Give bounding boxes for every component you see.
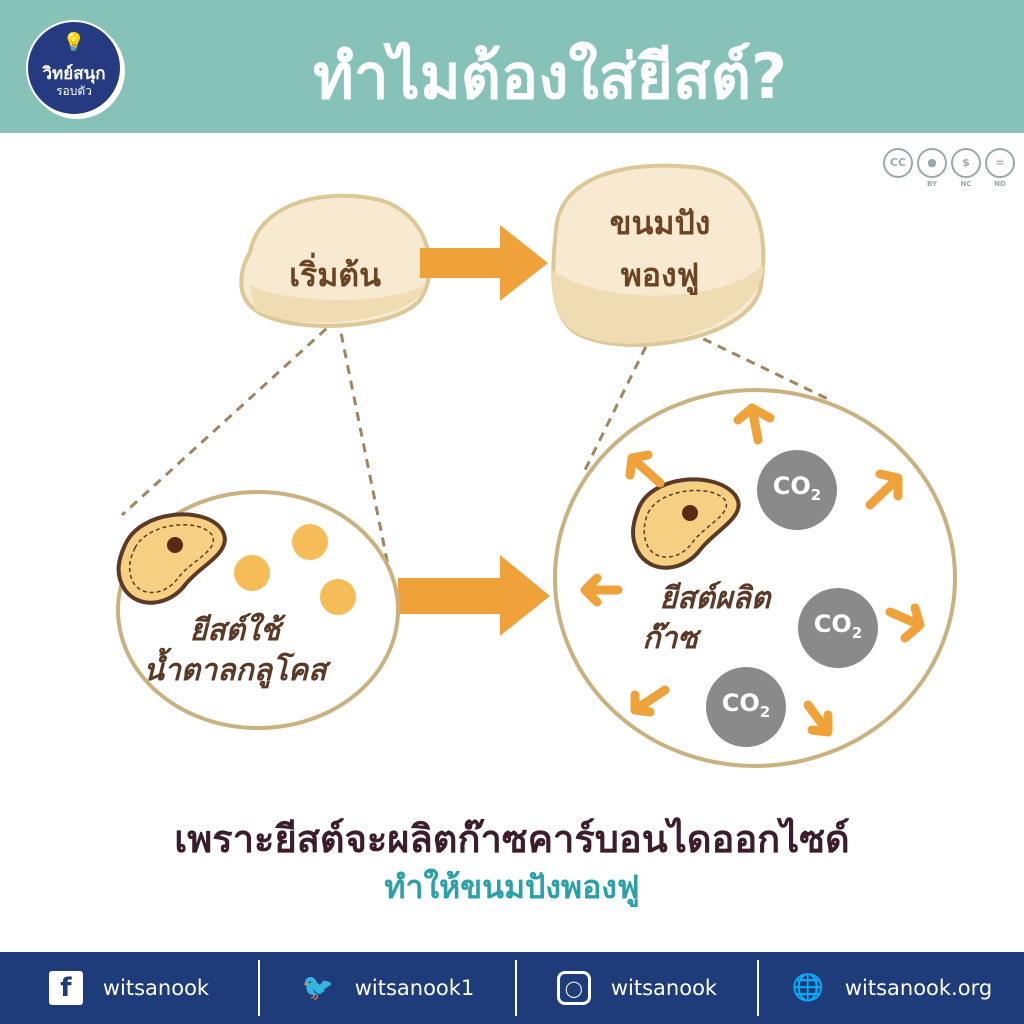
right-text-1: ยีสต์ผลิต (659, 581, 771, 616)
divider (258, 960, 260, 1016)
expand-arrow (625, 450, 665, 488)
arrow-top (420, 225, 548, 301)
yeast-cell-right (631, 477, 741, 570)
co2-bubble (757, 450, 837, 530)
co2-label: CO2 (721, 689, 771, 721)
facebook-icon: f (48, 971, 83, 1005)
page-title: ทำไมต้องใส่ยีสต์? (312, 40, 788, 113)
twitter-link[interactable]: 🐦 witsanook1 (260, 960, 515, 1016)
nd-icon: =ND (984, 148, 1016, 188)
start-label: เริ่มต้น (289, 256, 381, 294)
yeast-cell-left (116, 512, 227, 605)
left-text-1: ยีสต์ใช้ (189, 613, 281, 648)
instagram-icon: ◯ (556, 971, 591, 1005)
co2-bubble (706, 667, 786, 747)
divider (515, 960, 517, 1016)
facebook-link[interactable]: f witsanook (0, 960, 258, 1016)
risen-label-2: พองฟู (620, 256, 700, 294)
zoom-line (120, 316, 340, 517)
yeast-diagram (116, 163, 957, 768)
cc-license-badge: CC ●BY $NC =ND (882, 148, 1016, 188)
left-text-2: น้ำตาลกลูโคส (143, 653, 327, 688)
logo-text: วิทย์สนุก (42, 64, 106, 84)
co2-bubble (798, 588, 878, 668)
glucose-dot (320, 579, 356, 615)
expand-arrow (803, 700, 833, 737)
expand-arrow (630, 685, 670, 717)
co2-label: CO2 (772, 472, 822, 504)
right-text-2: ก๊าซ (642, 621, 698, 656)
twitter-label: witsanook1 (354, 976, 475, 1000)
risen-label-1: ขนมปัง (609, 204, 711, 242)
expand-arrow (580, 573, 623, 607)
cc-icon: CC (882, 148, 914, 188)
dough-start (239, 193, 432, 329)
caption-line-1: เพราะยีสต์จะผลิตก๊าซคาร์บอนไดออกไซด์ (174, 817, 850, 861)
header-banner: 💡 วิทย์สนุก รอบตัว ทำไมต้องใส่ยีสต์? (0, 0, 1024, 133)
arrow-bottom (398, 555, 550, 636)
facebook-label: witsanook (102, 976, 210, 1000)
website-link[interactable]: 🌐 witsanook.org (759, 960, 1024, 1016)
divider (757, 960, 759, 1016)
by-icon: ●BY (916, 148, 948, 188)
expand-arrow (865, 469, 903, 510)
website-label: witsanook.org (844, 976, 993, 1000)
globe-icon: 🌐 (791, 973, 825, 1003)
co2-label: CO2 (813, 610, 863, 642)
expand-arrow (733, 403, 775, 445)
caption-line-2: ทำให้ขนมปังพองฟู (384, 868, 640, 906)
glucose-dot (234, 555, 270, 591)
expand-arrow (885, 603, 925, 643)
glucose-dot (292, 524, 328, 560)
twitter-icon: 🐦 (301, 973, 334, 1003)
instagram-link[interactable]: ◯ witsanook (517, 960, 757, 1016)
logo-subtext: รอบตัว (56, 84, 92, 98)
nc-icon: $NC (950, 148, 982, 188)
witsanook-logo: 💡 วิทย์สนุก รอบตัว (26, 20, 122, 116)
lightbulb-icon: 💡 (62, 32, 86, 53)
zoom-line (336, 317, 394, 586)
zoom-line (583, 317, 662, 471)
footer-bar: f witsanook 🐦 witsanook1 ◯ witsanook 🌐 w… (0, 952, 1024, 1024)
instagram-label: witsanook (610, 976, 718, 1000)
